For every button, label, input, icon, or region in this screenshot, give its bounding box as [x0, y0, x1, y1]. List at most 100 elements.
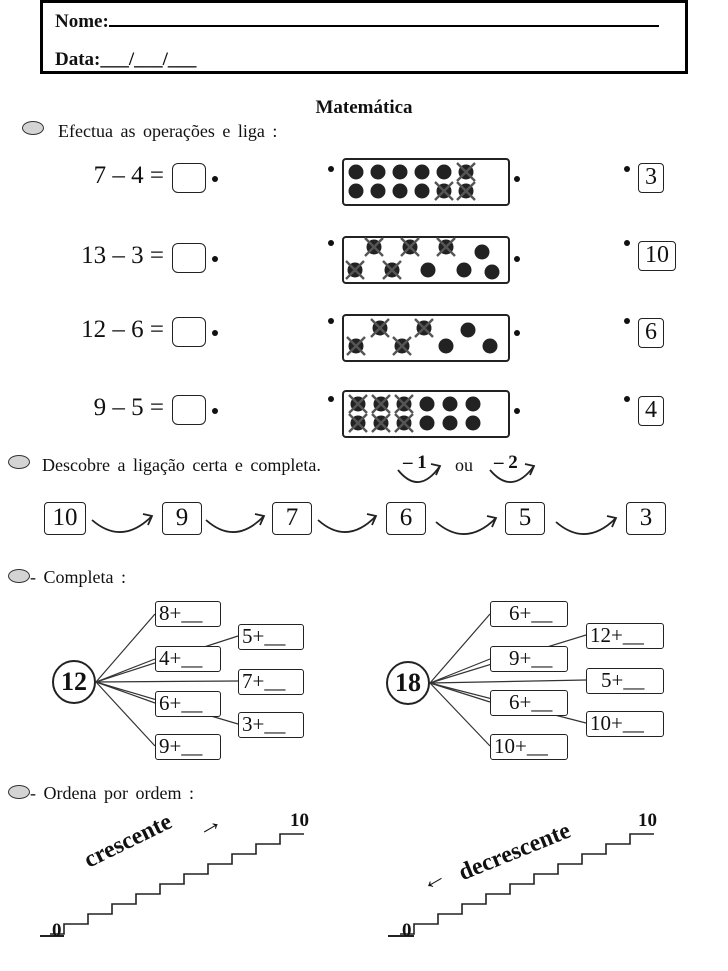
sequence-box-4: 6 [386, 502, 426, 535]
connector-dot[interactable] [624, 166, 630, 172]
date-field[interactable]: Data:___/___/___ [55, 49, 197, 70]
cross-mark [436, 237, 456, 257]
connector-dot[interactable] [212, 176, 218, 182]
connector-dot[interactable] [212, 330, 218, 336]
counter-dot [442, 396, 458, 412]
sum-box[interactable]: 10+__ [586, 711, 664, 737]
staircases [40, 833, 654, 937]
cross-mark [345, 260, 365, 280]
curve-arrow [555, 517, 617, 535]
counter-box-3 [342, 314, 510, 362]
header-box: Nome: Data:___/___/___ [40, 0, 688, 74]
connector-dot[interactable] [514, 408, 520, 414]
arrow-head [366, 513, 378, 526]
curve-arrow [317, 515, 377, 533]
sum-box[interactable]: 6+__ [490, 601, 568, 627]
bullet-oval-icon [8, 785, 30, 799]
cross-mark [364, 237, 384, 257]
counter-dot [419, 396, 435, 412]
sum-box[interactable]: 6+__ [490, 690, 568, 716]
stair-end-left: 10 [290, 810, 309, 831]
connector-dot[interactable] [514, 330, 520, 336]
stair-end-right: 10 [638, 810, 657, 831]
answer-box-4[interactable] [172, 395, 206, 425]
cross-mark [400, 237, 420, 257]
center-number-right: 18 [386, 661, 430, 705]
expression-4: 9 – 5 = [93, 394, 164, 421]
or-word: ou [455, 455, 473, 475]
connector-dot[interactable] [212, 408, 218, 414]
connector-dot[interactable] [624, 318, 630, 324]
sum-box[interactable]: 10+__ [490, 734, 568, 760]
section3-instruction: - Completa : [30, 567, 126, 587]
counter-dot [482, 338, 498, 354]
connector-dot[interactable] [624, 240, 630, 246]
counter-dot [420, 262, 436, 278]
counter-dot [436, 164, 452, 180]
counter-dot [442, 415, 458, 431]
arrow-head [606, 515, 618, 528]
name-field[interactable]: Nome: [55, 9, 659, 33]
result-box-1: 3 [638, 163, 664, 193]
result-box-2: 10 [638, 241, 676, 271]
sequence-box-3: 7 [272, 502, 312, 535]
counter-dot [392, 164, 408, 180]
counter-dot [456, 262, 472, 278]
connector-dot[interactable] [514, 176, 520, 182]
branch-line [429, 679, 587, 684]
sum-box[interactable]: 4+__ [155, 646, 221, 672]
page-title: Matemática [315, 97, 413, 118]
counter-dot [348, 164, 364, 180]
branch-line [429, 682, 491, 747]
connector-dot[interactable] [328, 166, 334, 172]
cross-mark [371, 413, 391, 433]
answer-box-3[interactable] [172, 317, 206, 347]
branch-lines [95, 613, 587, 747]
connector-dot[interactable] [328, 240, 334, 246]
sum-box[interactable]: 9+__ [490, 646, 568, 672]
counter-box-1 [342, 158, 510, 206]
bullet-oval-icon [8, 569, 30, 583]
answer-box-1[interactable] [172, 163, 206, 193]
sum-box[interactable]: 5+__ [586, 668, 664, 694]
sum-box[interactable]: 7+__ [238, 669, 304, 695]
cross-mark [394, 413, 414, 433]
connector-dot[interactable] [328, 318, 334, 324]
cross-mark [392, 336, 412, 356]
counter-dot [465, 396, 481, 412]
connector-dot[interactable] [328, 396, 334, 402]
cross-mark [394, 394, 414, 414]
curve-arrow [91, 515, 153, 533]
sequence-box-2: 9 [162, 502, 202, 535]
cross-mark [456, 181, 476, 201]
sum-box[interactable]: 9+__ [155, 734, 221, 760]
arrow-head [254, 513, 266, 526]
counter-dot [438, 338, 454, 354]
cross-mark [371, 394, 391, 414]
connector-dot[interactable] [212, 256, 218, 262]
sum-box[interactable]: 12+__ [586, 623, 664, 649]
connector-dot[interactable] [624, 396, 630, 402]
curve-arrow [397, 465, 441, 483]
sum-box[interactable]: 3+__ [238, 712, 304, 738]
expression-3: 12 – 6 = [81, 316, 164, 343]
cross-mark [456, 162, 476, 182]
counter-dot [484, 264, 500, 280]
arrow-head [486, 515, 498, 528]
connector-dot[interactable] [514, 256, 520, 262]
sum-box[interactable]: 8+__ [155, 601, 221, 627]
staircase [400, 833, 654, 935]
sequence-box-5: 5 [505, 502, 545, 535]
branch-line [429, 658, 491, 684]
arrow-head [524, 463, 536, 476]
sum-box[interactable]: 6+__ [155, 691, 221, 717]
section1-instruction: Efectua as operações e liga : [58, 121, 278, 141]
answer-box-2[interactable] [172, 243, 206, 273]
sequence-box-1: 10 [44, 502, 86, 535]
cross-mark [348, 413, 368, 433]
counter-dot [419, 415, 435, 431]
bullet-oval-icon [8, 455, 30, 469]
sum-box[interactable]: 5+__ [238, 624, 304, 650]
counter-dot [370, 183, 386, 199]
option-minus-1: – 1 [403, 452, 427, 473]
